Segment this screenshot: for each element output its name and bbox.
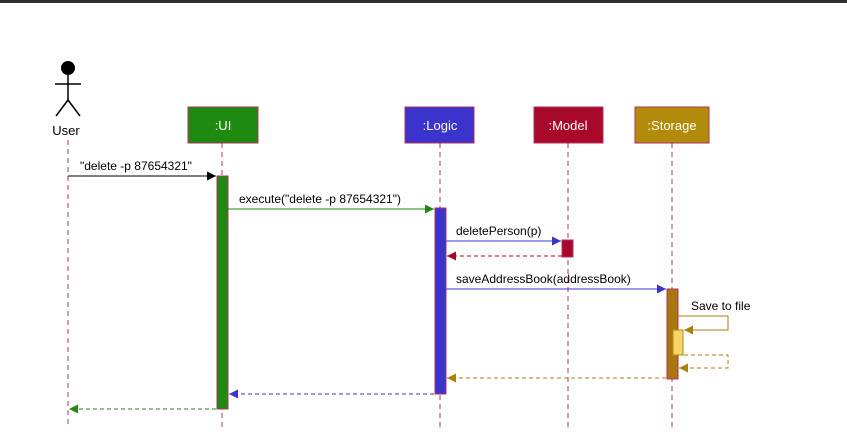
actor-left-leg: [55, 99, 69, 117]
participant-box: [533, 106, 604, 144]
self-call-arrow: [678, 315, 729, 335]
message-label: deletePerson(p): [456, 224, 541, 238]
message-logic-to-model: deletePerson(p): [446, 224, 561, 246]
activation-model: [561, 239, 574, 258]
message-logic-to-storage: saveAddressBook(addressBook): [446, 272, 666, 294]
self-return-arrow: [679, 354, 729, 373]
participant-model: :Model: [533, 106, 604, 144]
participant-label: :Storage: [647, 118, 696, 133]
message-storage-self-call: Save to file: [678, 299, 751, 335]
participant-logic: :Logic: [404, 106, 475, 144]
participant-box: [404, 106, 475, 144]
message-label: execute("delete -p 87654321"): [239, 192, 401, 206]
participant-box: [634, 106, 710, 144]
activation-logic: [434, 207, 447, 395]
activation-storage-nested: [672, 329, 684, 356]
message-label: "delete -p 87654321": [80, 159, 192, 173]
top-dark-bar: [0, 0, 847, 3]
actor-user: User: [52, 61, 81, 138]
participant-storage: :Storage: [634, 106, 710, 144]
actor-label: User: [52, 123, 80, 138]
participant-label: :Model: [548, 118, 587, 133]
actor-head: [61, 61, 75, 75]
activation-ui: [216, 175, 229, 410]
actor-right-leg: [67, 99, 81, 117]
message-label: saveAddressBook(addressBook): [456, 272, 631, 286]
participant-ui: :UI: [187, 106, 259, 144]
participant-label: :UI: [215, 118, 232, 133]
message-user-to-ui: "delete -p 87654321": [68, 159, 216, 181]
message-label: Save to file: [691, 299, 751, 313]
participant-box: [187, 106, 259, 144]
message-ui-to-logic: execute("delete -p 87654321"): [228, 192, 434, 214]
participant-label: :Logic: [423, 118, 458, 133]
message-storage-self-return: [679, 354, 729, 373]
